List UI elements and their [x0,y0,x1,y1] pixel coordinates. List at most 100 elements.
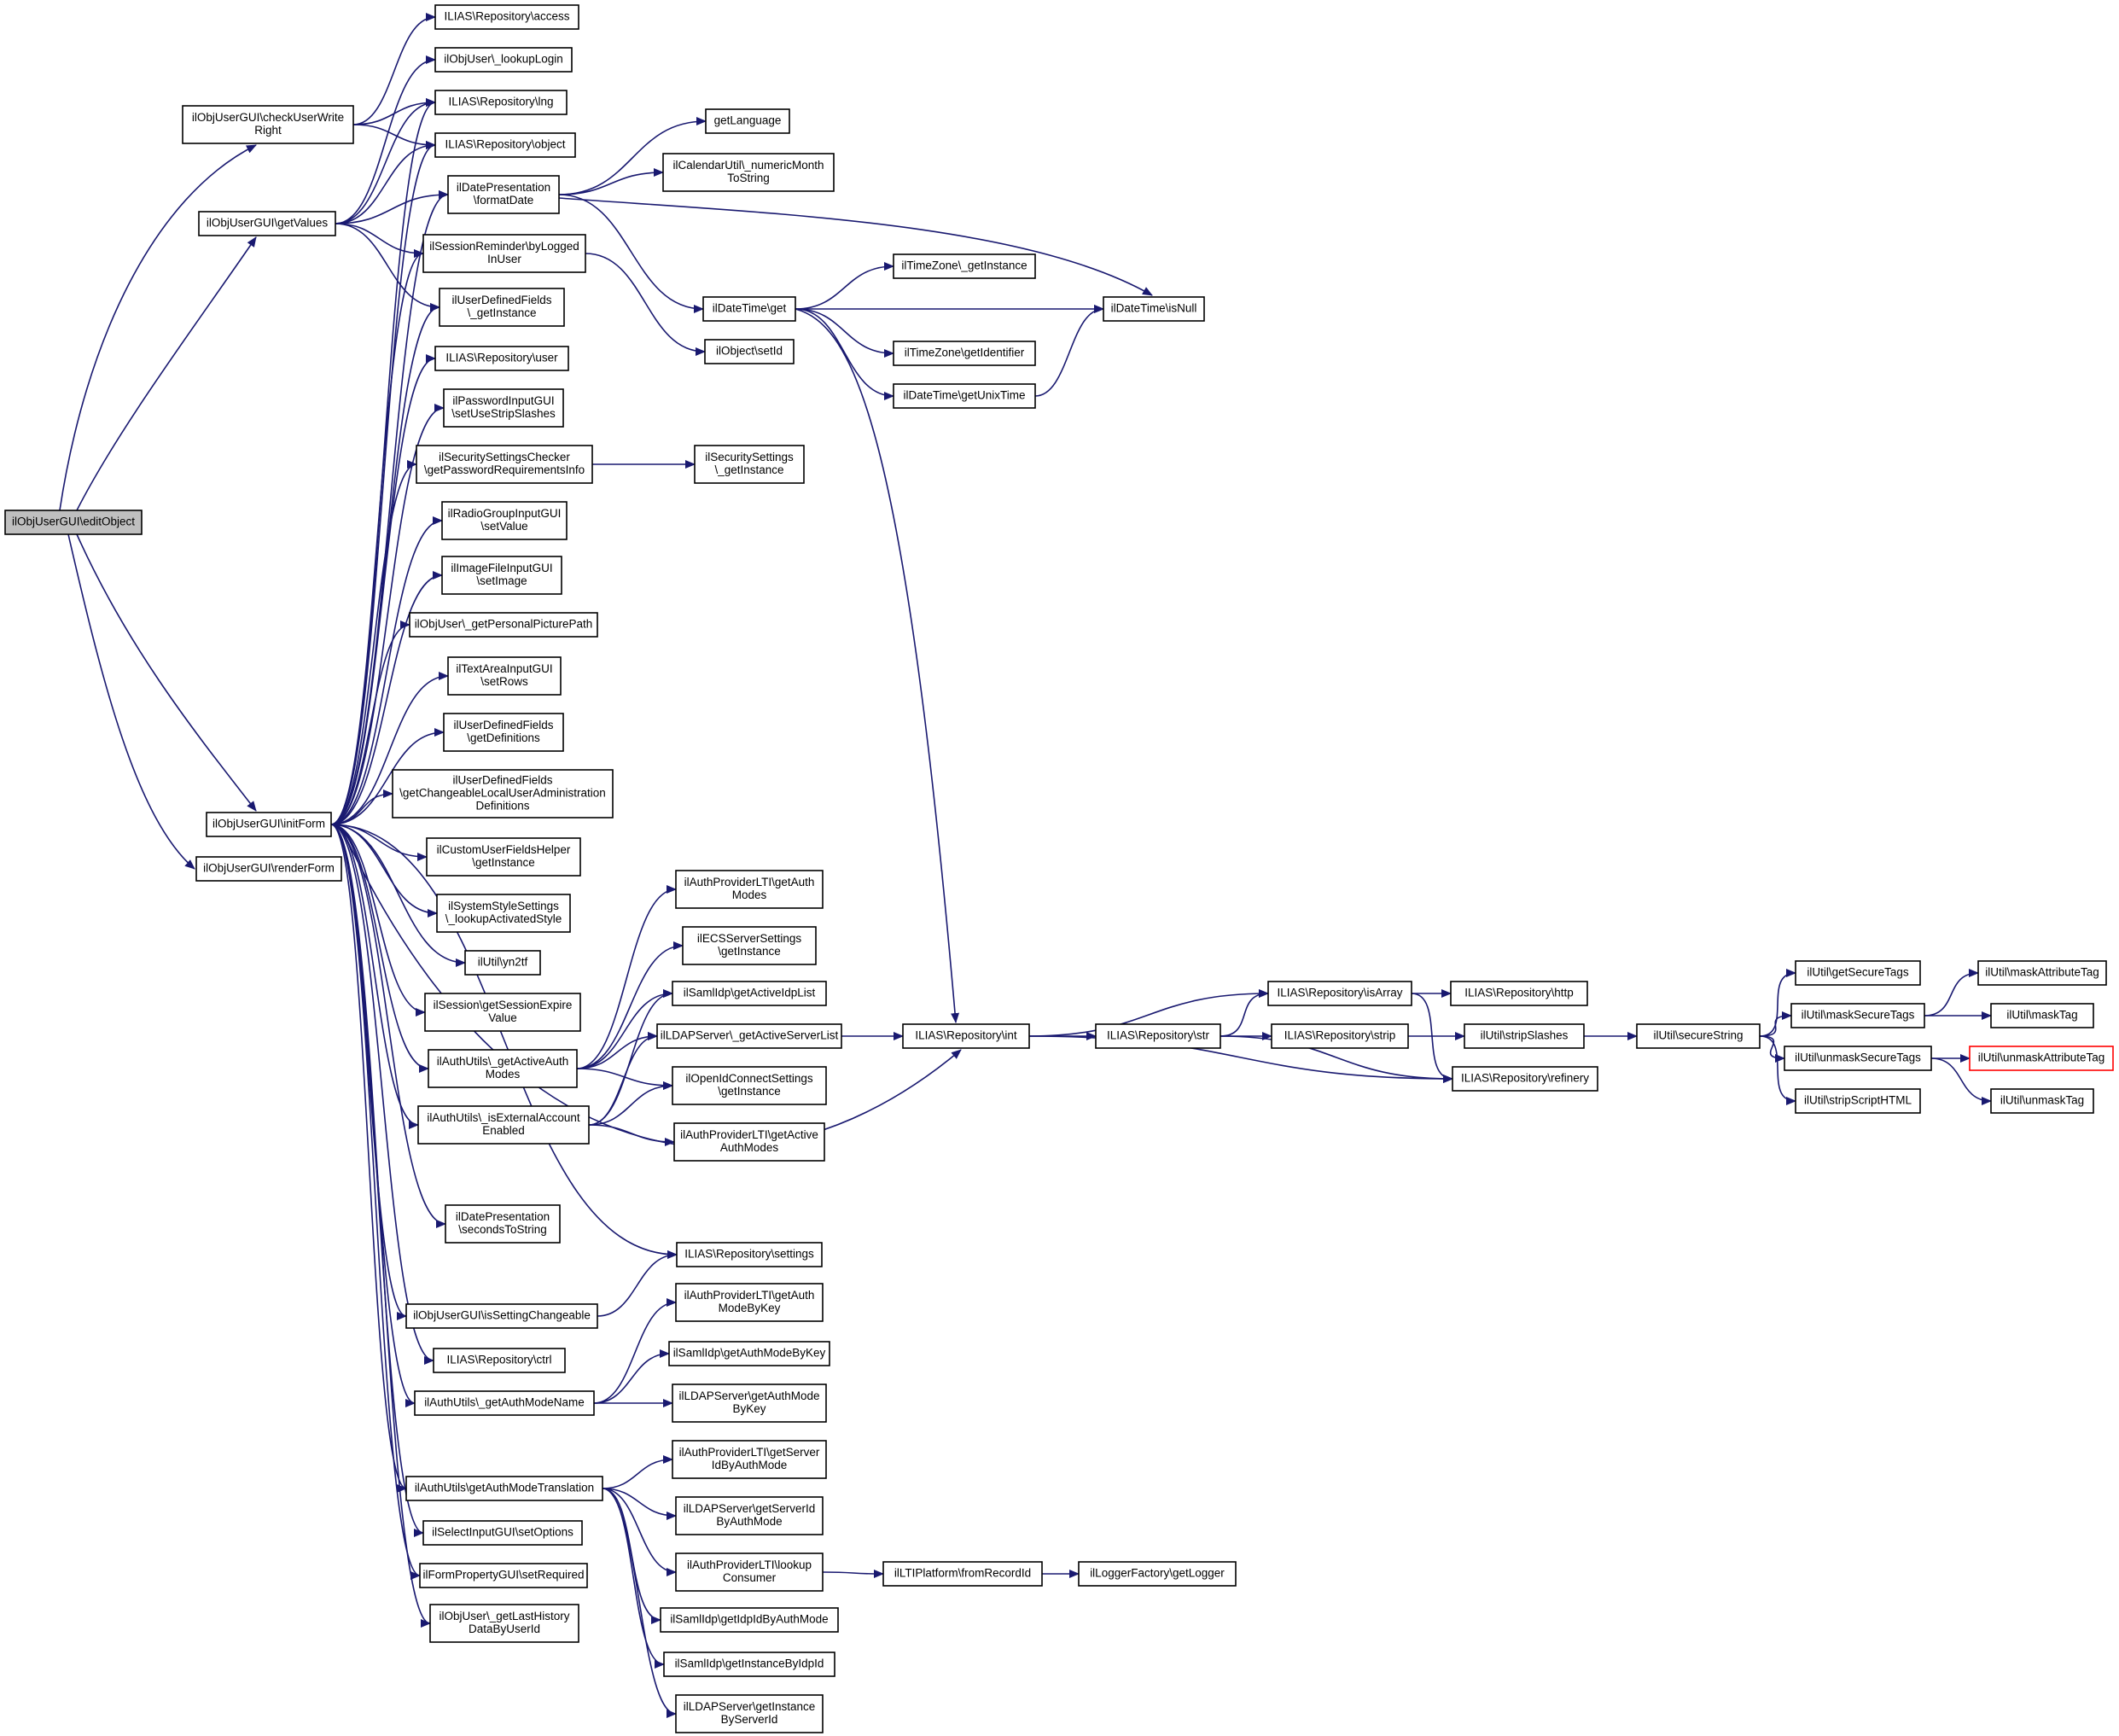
node-getAuthModeName[interactable]: ilAuthUtils\_getAuthModeName [414,1390,595,1416]
edge-getValues-to-lookupLogin [335,55,436,224]
node-ctrl[interactable]: ILIAS\Repository\ctrl [433,1348,566,1373]
node-unmaskAttributeTag[interactable]: ilUtil\unmaskAttributeTag [1969,1046,2114,1071]
node-renderForm[interactable]: ilObjUserGUI\renderForm [195,856,342,882]
node-getPersonalPicturePath[interactable]: ilObjUser\_getPersonalPicturePath [409,612,598,638]
node-ldapModeByKey[interactable]: ilLDAPServer\getAuthModeByKey [672,1384,827,1423]
node-getLanguage[interactable]: getLanguage [705,108,790,134]
edge-str-to-refinery [1220,1035,1453,1083]
node-setId[interactable]: ilObject\setId [704,339,795,364]
node-label: ilImageFileInputGUI [451,562,552,574]
node-str[interactable]: ILIAS\Repository\str [1095,1023,1221,1049]
node-box [1977,960,2107,986]
node-udfGetInstance[interactable]: ilUserDefinedFields\_getInstance [439,288,565,327]
node-ltiModeByKey[interactable]: ilAuthProviderLTI\getAuthModeByKey [675,1283,824,1322]
node-ldapActive[interactable]: ilLDAPServer\_getActiveServerList [656,1023,842,1049]
node-label: \setUseStripSlashes [451,407,556,420]
node-stripScriptHTML[interactable]: ilUtil\stripScriptHTML [1795,1088,1921,1114]
node-label: ilUtil\unmaskSecureTags [1795,1052,1921,1064]
node-lookupActivatedStyle[interactable]: ilSystemStyleSettings\_lookupActivatedSt… [436,894,571,933]
node-maskSecureTags[interactable]: ilUtil\maskSecureTags [1790,1003,1925,1028]
node-maskAttributeTag[interactable]: ilUtil\maskAttributeTag [1977,960,2107,986]
node-setRequired[interactable]: ilFormPropertyGUI\setRequired [419,1563,588,1588]
node-setRows[interactable]: ilTextAreaInputGUI\setRows [447,656,562,696]
node-yn2tf[interactable]: ilUtil\yn2tf [464,950,541,976]
node-secureString[interactable]: ilUtil\secureString [1636,1023,1761,1049]
node-tzIdentifier[interactable]: ilTimeZone\getIdentifier [893,341,1036,366]
node-box [422,234,586,273]
node-object[interactable]: ILIAS\Repository\object [434,132,576,158]
node-getSecureTags[interactable]: ilUtil\getSecureTags [1795,960,1921,986]
node-label: \getPasswordRequirementsInfo [424,463,585,476]
node-box [668,1341,830,1366]
node-setUseStripSlashes[interactable]: ilPasswordInputGUI\setUseStripSlashes [443,388,564,428]
node-editObject[interactable]: ilObjUserGUI\editObject [4,510,143,535]
node-dtGet[interactable]: ilDateTime\get [702,296,796,322]
node-setImage[interactable]: ilImageFileInputGUI\setImage [441,556,562,595]
node-settings[interactable]: ILIAS\Repository\settings [676,1242,823,1267]
node-samlIdpId[interactable]: ilSamlIdp\getIdpIdByAuthMode [660,1607,839,1633]
node-getAuthModeTranslation[interactable]: ilAuthUtils\getAuthModeTranslation [405,1476,603,1501]
node-http[interactable]: ILIAS\Repository\http [1450,981,1588,1006]
node-getLogger[interactable]: ilLoggerFactory\getLogger [1078,1561,1237,1587]
node-secondsToString[interactable]: ilDatePresentation\secondsToString [445,1204,561,1244]
node-stripSlashes[interactable]: ilUtil\stripSlashes [1464,1023,1585,1049]
node-getPwReq[interactable]: ilSecuritySettingsChecker\getPasswordReq… [416,445,593,484]
node-label: ilObjUserGUI\renderForm [203,862,335,875]
node-strip[interactable]: ILIAS\Repository\strip [1271,1023,1409,1049]
node-box [409,612,598,638]
node-setOptions[interactable]: ilSelectInputGUI\setOptions [422,1520,583,1546]
node-label: ILIAS\Repository\int [915,1029,1017,1042]
node-ecsGetInstance[interactable]: ilECSServerSettings\getInstance [682,926,817,965]
node-initForm[interactable]: ilObjUserGUI\initForm [206,812,332,837]
node-customUserFields[interactable]: ilCustomUserFieldsHelper\getInstance [426,837,581,877]
node-unmaskSecureTags[interactable]: ilUtil\unmaskSecureTags [1784,1046,1932,1071]
node-label: \setValue [480,520,527,533]
node-label: ilDateTime\get [713,302,787,315]
node-user[interactable]: ILIAS\Repository\user [434,346,569,371]
node-secGetInstance[interactable]: ilSecuritySettings\_getInstance [694,445,805,484]
node-samlByIdpId[interactable]: ilSamlIdp\getInstanceByIdpId [663,1652,835,1677]
node-box [416,445,593,484]
node-samlModeByKey[interactable]: ilSamlIdp\getAuthModeByKey [668,1341,830,1366]
edge-getAuthModeTranslation-to-ldapServerId [602,1488,677,1520]
node-fromRecordId[interactable]: ilLTIPlatform\fromRecordId [882,1561,1043,1587]
node-refinery[interactable]: ILIAS\Repository\refinery [1452,1066,1598,1092]
node-isArray[interactable]: ILIAS\Repository\isArray [1267,981,1412,1006]
node-unmaskTag[interactable]: ilUtil\unmaskTag [1990,1088,2094,1114]
node-radioSetValue[interactable]: ilRadioGroupInputGUI\setValue [441,501,568,540]
node-getValues[interactable]: ilObjUserGUI\getValues [198,211,336,236]
node-box [1969,1046,2114,1071]
node-isSettingChangeable[interactable]: ilObjUserGUI\isSettingChangeable [405,1303,598,1329]
node-tzGetInstance[interactable]: ilTimeZone\_getInstance [893,253,1036,279]
node-formatDate[interactable]: ilDatePresentation\formatDate [447,175,560,214]
node-int[interactable]: ILIAS\Repository\int [902,1023,1030,1049]
edge-dtGet-to-unixTime [795,308,894,400]
node-unixTime[interactable]: ilDateTime\getUnixTime [893,383,1036,409]
node-box [424,993,581,1032]
node-lng[interactable]: ILIAS\Repository\lng [434,90,568,115]
node-lookupLogin[interactable]: ilObjUser\_lookupLogin [434,47,573,73]
node-label: ilUserDefinedFields [452,774,552,787]
node-maskTag[interactable]: ilUtil\maskTag [1990,1003,2094,1028]
node-samlGetActive[interactable]: ilSamlIdp\getActiveIdpList [672,981,827,1006]
node-udfChangeable[interactable]: ilUserDefinedFields\getChangeableLocalUs… [392,769,614,818]
node-access[interactable]: ILIAS\Repository\access [434,4,579,30]
node-udfGetDefinitions[interactable]: ilUserDefinedFields\getDefinitions [443,713,564,752]
node-isNull[interactable]: ilDateTime\isNull [1103,296,1205,322]
node-label: ByKey [732,1402,766,1415]
edge-getActiveAuthModes-to-samlGetActive [576,989,673,1069]
node-oidcGetInstance[interactable]: ilOpenIdConnectSettings\getInstance [672,1066,827,1105]
